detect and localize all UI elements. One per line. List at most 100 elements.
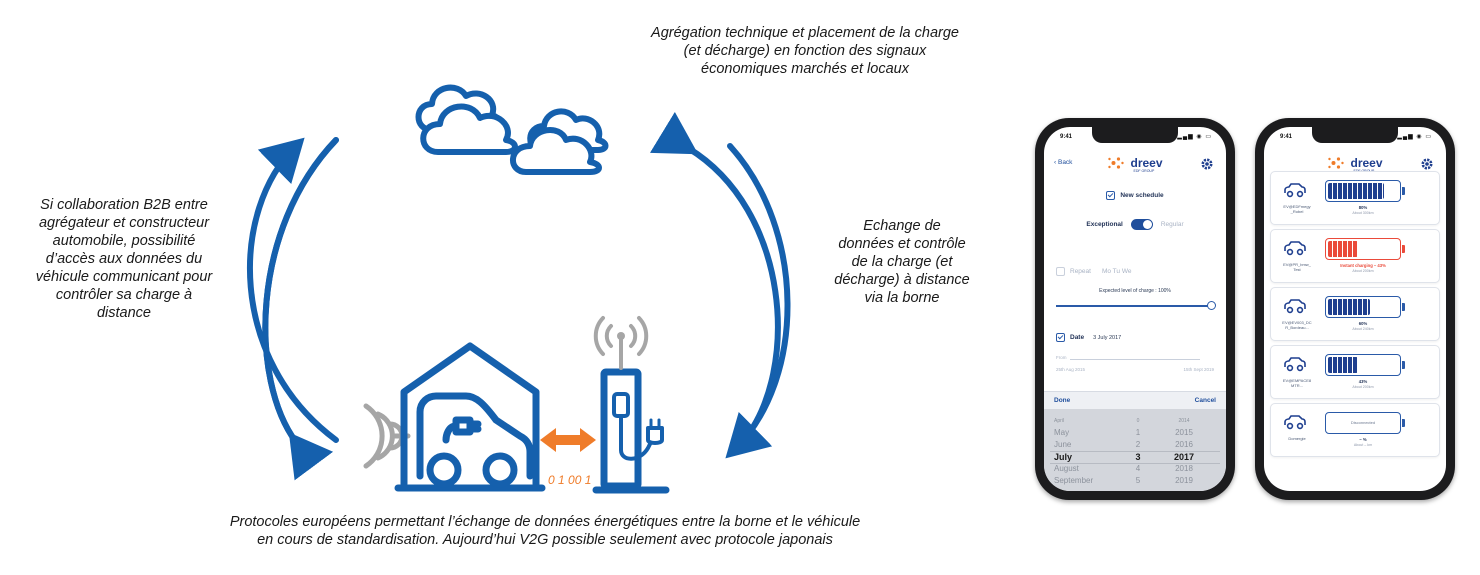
- calendar-icon: [1056, 267, 1065, 276]
- phone-schedule-screen: 9:41 ▂▄▆ ◉ ▭ ‹ Back dreev EDF GROUP New …: [1035, 118, 1235, 500]
- dreev-logo-icon: [1108, 157, 1124, 169]
- picker-item[interactable]: 2: [1135, 440, 1141, 449]
- battery-gauge: [1325, 180, 1405, 202]
- date-label: Date: [1070, 334, 1085, 341]
- left-double-arrow: [246, 137, 339, 481]
- status-icons: ▂▄▆ ◉ ▭: [1397, 134, 1432, 140]
- vehicle-card[interactable]: EV@EV003_DC R_Bordeau...60%About 240km: [1270, 287, 1440, 341]
- picker-item[interactable]: May: [1054, 428, 1070, 437]
- picker-item-selected[interactable]: 3: [1135, 452, 1141, 462]
- vehicle-name: EV@EMPACE8 MTR...: [1282, 378, 1312, 388]
- date-picker[interactable]: April May June July August September 0 1…: [1044, 409, 1226, 491]
- picker-item[interactable]: 0: [1136, 418, 1140, 424]
- picker-item[interactable]: 2014: [1178, 418, 1190, 424]
- from-row: From: [1056, 355, 1214, 360]
- picker-item[interactable]: 1: [1135, 428, 1141, 437]
- battery-level-label: 60%: [1358, 321, 1368, 326]
- battery-level-label: 80%: [1358, 205, 1368, 210]
- done-button[interactable]: Done: [1054, 397, 1071, 404]
- phone-notch: [1092, 127, 1178, 143]
- picker-selection-band: [1050, 451, 1220, 464]
- checkbox-icon[interactable]: [1106, 191, 1116, 200]
- repeat-row[interactable]: Repeat Mo Tu We: [1056, 267, 1214, 276]
- picker-item[interactable]: 4: [1135, 464, 1141, 473]
- mode-toggle[interactable]: [1130, 219, 1153, 230]
- range-label: About 200km: [1352, 269, 1374, 273]
- calendar-check-icon: [1056, 333, 1065, 342]
- picker-item[interactable]: 2019: [1175, 476, 1193, 485]
- app-header: ‹ Back dreev EDF GROUP: [1044, 151, 1226, 181]
- picker-item[interactable]: June: [1054, 440, 1072, 449]
- range-values: 25th Aug 2015 15th Sept 2019: [1056, 367, 1214, 372]
- phone-screen: 9:41 ▂▄▆ ◉ ▭ dreev EDF GROUP EV@EDFmegy …: [1264, 127, 1446, 491]
- cancel-button[interactable]: Cancel: [1194, 397, 1216, 404]
- status-time: 9:41: [1060, 134, 1073, 140]
- battery-gauge: Disconnected: [1325, 412, 1405, 434]
- picker-item[interactable]: 2015: [1175, 428, 1193, 437]
- picker-item-selected[interactable]: 2017: [1173, 452, 1195, 462]
- battery-fill: [1328, 241, 1359, 257]
- logo-text: dreev: [1130, 156, 1163, 170]
- new-schedule-row[interactable]: New schedule: [1056, 191, 1214, 200]
- phone-fleet-screen: 9:41 ▂▄▆ ◉ ▭ dreev EDF GROUP EV@EDFmegy …: [1255, 118, 1455, 500]
- house-car-icon: [394, 342, 546, 492]
- charging-station-icon: [592, 368, 670, 494]
- repeat-days: Mo Tu We: [1101, 268, 1132, 275]
- vehicle-name: Domergie: [1288, 436, 1306, 441]
- car-icon: [1283, 240, 1307, 256]
- energy-diagram: 0 1 00 1: [246, 84, 791, 494]
- gear-icon[interactable]: [1200, 157, 1214, 171]
- car-icon: [1283, 298, 1307, 314]
- picker-item[interactable]: April: [1054, 418, 1065, 424]
- picker-item[interactable]: 2016: [1175, 440, 1193, 449]
- range-track[interactable]: [1070, 359, 1200, 360]
- until-value: 15th Sept 2019: [1183, 367, 1214, 372]
- picker-year-column[interactable]: 2014 2015 2016 2017 2018 2019: [1164, 415, 1204, 487]
- regular-label: Regular: [1160, 221, 1184, 228]
- level-slider-handle[interactable]: [1207, 301, 1216, 310]
- picker-item[interactable]: September: [1054, 476, 1094, 485]
- caption-b2b-collaboration: Si collaboration B2B entre agrégateur et…: [35, 197, 213, 321]
- picker-item-selected[interactable]: July: [1054, 452, 1073, 462]
- new-schedule-label: New schedule: [1120, 192, 1164, 199]
- mode-toggle-row: Exceptional Regular: [1056, 219, 1214, 230]
- dreev-logo: dreev EDF GROUP: [1107, 155, 1163, 173]
- status-time: 9:41: [1280, 134, 1293, 140]
- picker-month-column[interactable]: April May June July August September: [1054, 415, 1114, 487]
- vehicle-name: EV@PR_bmw_ Test: [1283, 262, 1311, 272]
- caption-european-protocols: Protocoles européens permettant l’échang…: [229, 514, 861, 548]
- picker-day-column[interactable]: 0 1 2 3 4 5: [1128, 415, 1148, 487]
- battery-gauge: [1325, 296, 1405, 318]
- caption-aggregation: Agrégation technique et placement de la …: [651, 25, 959, 77]
- battery-fill: [1328, 357, 1359, 373]
- range-label: About 240km: [1352, 327, 1374, 331]
- dreev-logo: dreev EDF GROUP: [1327, 155, 1383, 173]
- battery-fill: [1328, 183, 1384, 199]
- picker-item[interactable]: 5: [1135, 476, 1141, 485]
- battery-gauge: [1325, 354, 1405, 376]
- repeat-label: Repeat: [1070, 268, 1091, 275]
- back-button[interactable]: ‹ Back: [1054, 159, 1073, 166]
- picker-item[interactable]: August: [1054, 464, 1079, 473]
- right-double-arrow: [649, 111, 791, 459]
- battery-level-label: – %: [1359, 437, 1367, 442]
- caption-data-exchange: Echange de données et contrôle de la cha…: [834, 218, 970, 306]
- from-label: From: [1056, 355, 1067, 360]
- date-row[interactable]: Date 3 July 2017: [1056, 333, 1214, 342]
- picker-toolbar: Done Cancel: [1044, 391, 1226, 409]
- phone-screen: 9:41 ▂▄▆ ◉ ▭ ‹ Back dreev EDF GROUP New …: [1044, 127, 1226, 491]
- battery-level-label: 43%: [1358, 379, 1368, 384]
- expected-level-label: Expected level of charge : 100%: [1099, 288, 1171, 294]
- picker-item[interactable]: 2018: [1175, 464, 1193, 473]
- gear-icon[interactable]: [1420, 157, 1434, 171]
- level-slider-track[interactable]: [1056, 305, 1212, 307]
- car-icon: [1283, 182, 1307, 198]
- cloud-icon: [510, 108, 609, 175]
- battery-status-text: Disconnected: [1350, 420, 1376, 425]
- vehicle-card[interactable]: EV@EMPACE8 MTR...43%About 200km: [1270, 345, 1440, 399]
- dreev-logo-icon: [1328, 157, 1344, 169]
- date-value: 3 July 2017: [1093, 334, 1122, 341]
